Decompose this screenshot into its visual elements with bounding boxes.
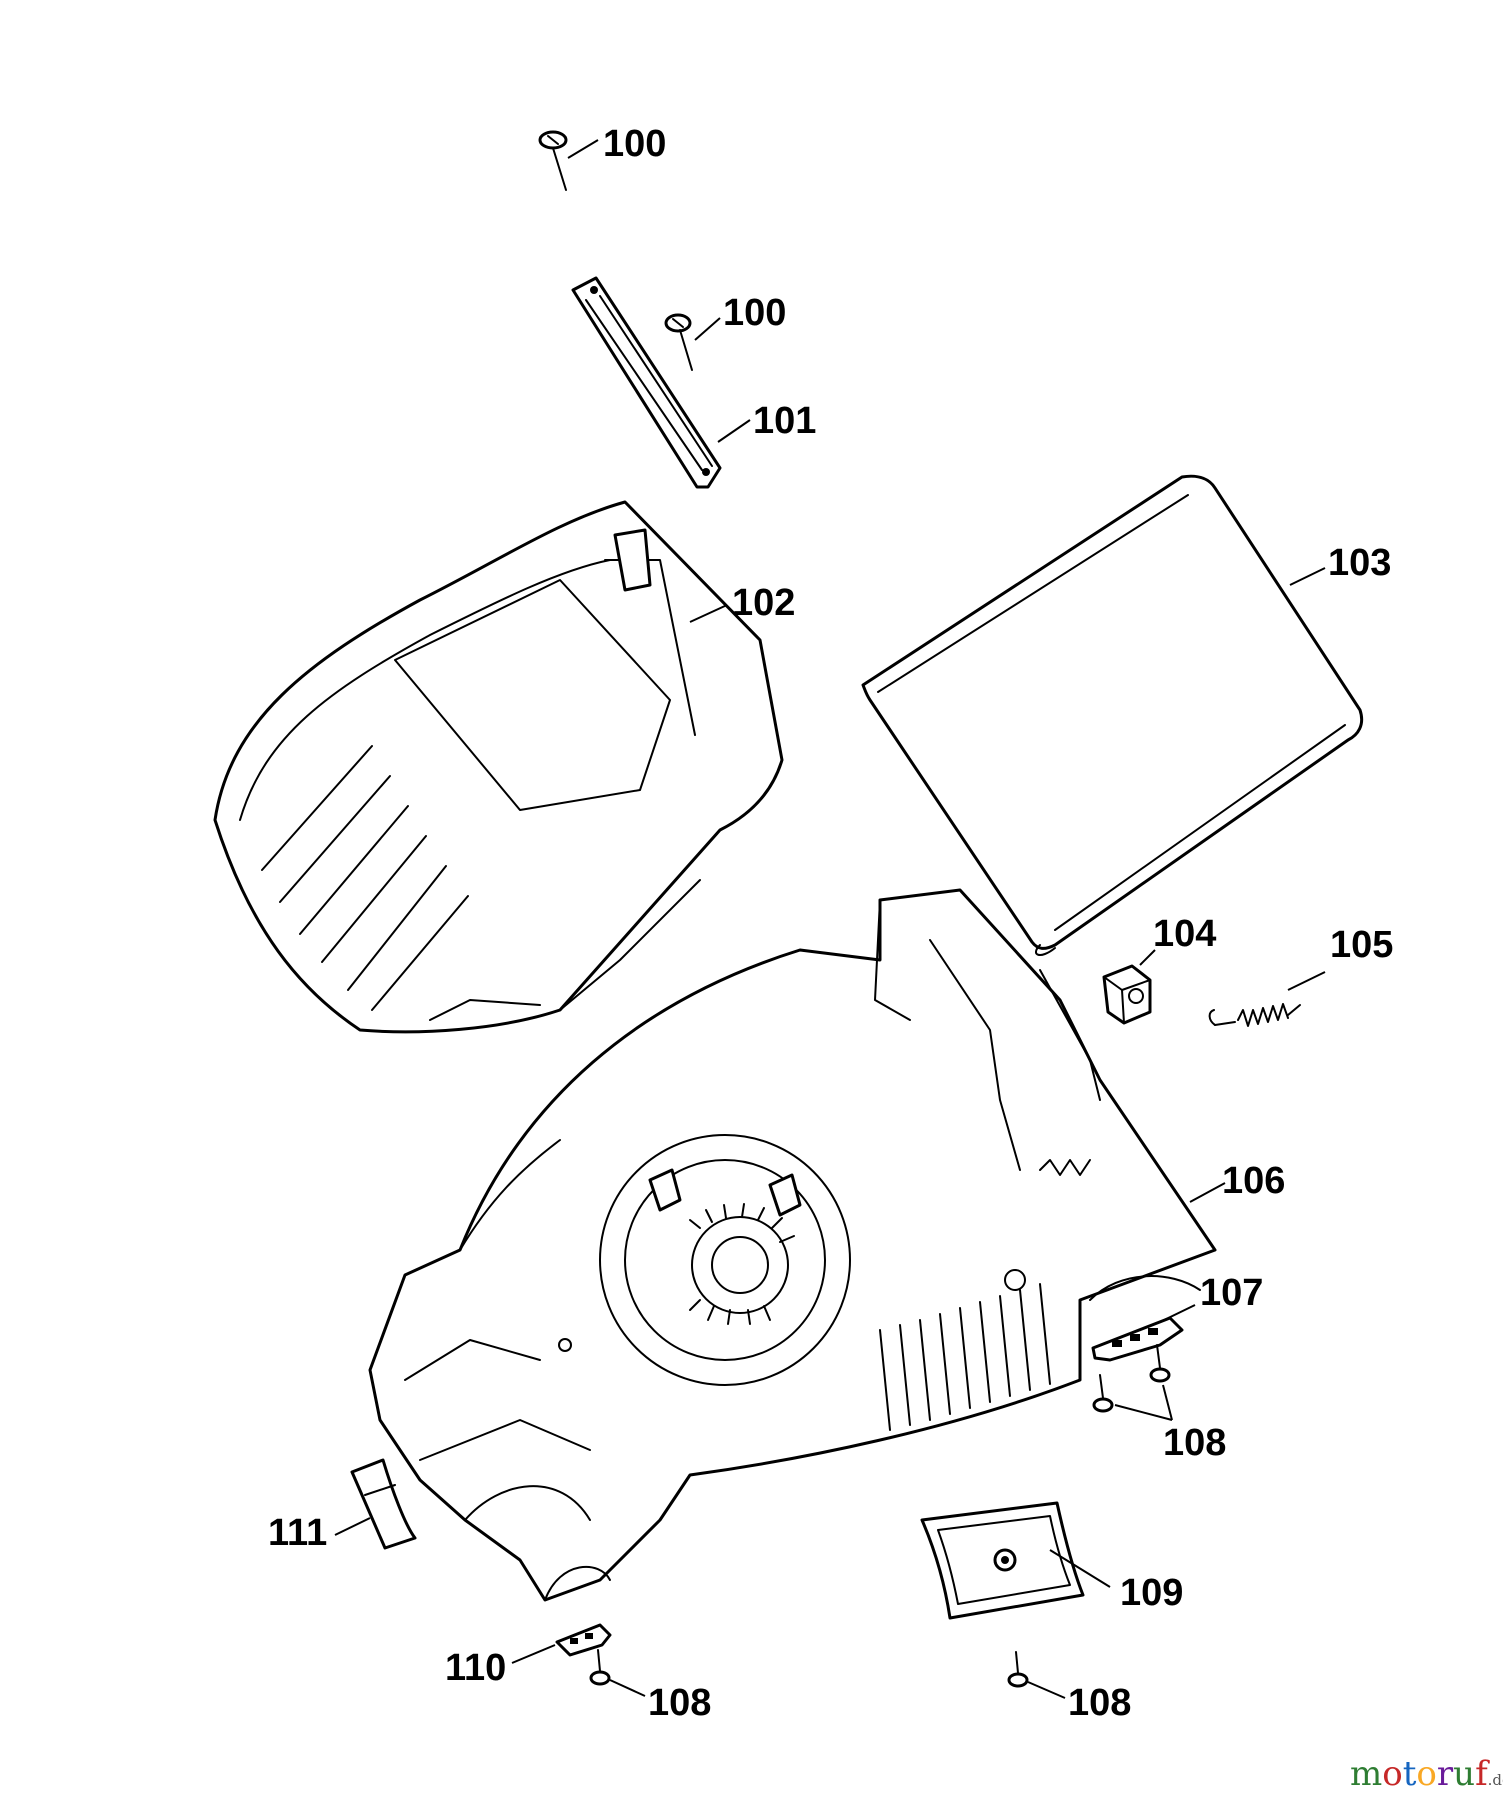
leader-102 (689, 604, 728, 623)
leader-110 (511, 1644, 556, 1664)
svg-text:motoruf.de: motoruf.de (1350, 1754, 1503, 1794)
leader-109 (1049, 1549, 1111, 1588)
flap-103 (861, 474, 1364, 956)
label-106: 106 (1222, 1160, 1285, 1202)
screw-100-middle (664, 313, 693, 371)
plate-109 (920, 1501, 1085, 1620)
screw-108-left (589, 1649, 611, 1686)
screw-108-right-pair (1092, 1344, 1171, 1413)
label-110: 110 (445, 1647, 506, 1689)
screw-108-center (1007, 1651, 1029, 1688)
leader-108-left (609, 1679, 646, 1697)
wm-f: f (1475, 1754, 1490, 1794)
label-103: 103 (1328, 542, 1391, 584)
clip-107 (1091, 1316, 1184, 1362)
label-100-top: 100 (603, 123, 666, 165)
label-102: 102 (732, 582, 795, 624)
clip-110 (555, 1623, 612, 1657)
label-108-right: 108 (1163, 1422, 1226, 1464)
wm-o2: o (1416, 1754, 1436, 1794)
wm-u: u (1453, 1754, 1475, 1794)
leader-104 (1139, 949, 1156, 966)
spring-105 (1208, 1003, 1301, 1027)
label-104: 104 (1153, 913, 1216, 955)
handle-bar-101 (571, 276, 722, 489)
screw-100-top (538, 130, 568, 191)
wm-o1: o (1382, 1754, 1402, 1794)
motoruf-watermark-logo: motoruf.de (1350, 1754, 1503, 1794)
label-109: 109 (1120, 1572, 1183, 1614)
leader-108-right-a (1114, 1404, 1173, 1421)
mower-housing-106 (368, 888, 1217, 1602)
leader-101 (717, 419, 751, 443)
label-108-left: 108 (648, 1682, 711, 1724)
label-101: 101 (753, 400, 816, 442)
label-105: 105 (1330, 924, 1393, 966)
tab-111 (350, 1458, 417, 1550)
label-111: 111 (268, 1512, 327, 1554)
leader-100-middle (694, 317, 721, 341)
leader-106 (1189, 1182, 1226, 1203)
leader-107 (1159, 1304, 1196, 1323)
leader-111 (334, 1517, 371, 1536)
label-107: 107 (1200, 1272, 1263, 1314)
block-104 (1102, 964, 1152, 1025)
leader-103 (1289, 567, 1326, 586)
label-100-middle: 100 (723, 292, 786, 334)
label-108-center: 108 (1068, 1682, 1131, 1724)
motor-cover-102 (213, 500, 784, 1034)
leader-108-right-b (1162, 1384, 1173, 1421)
wm-tld: .de (1488, 1771, 1503, 1789)
wm-t: t (1403, 1754, 1417, 1794)
leader-100-top (567, 139, 599, 159)
leader-108-center (1027, 1681, 1066, 1699)
leader-105 (1287, 971, 1326, 991)
wm-r: r (1437, 1754, 1454, 1794)
wm-m: m (1350, 1754, 1382, 1794)
